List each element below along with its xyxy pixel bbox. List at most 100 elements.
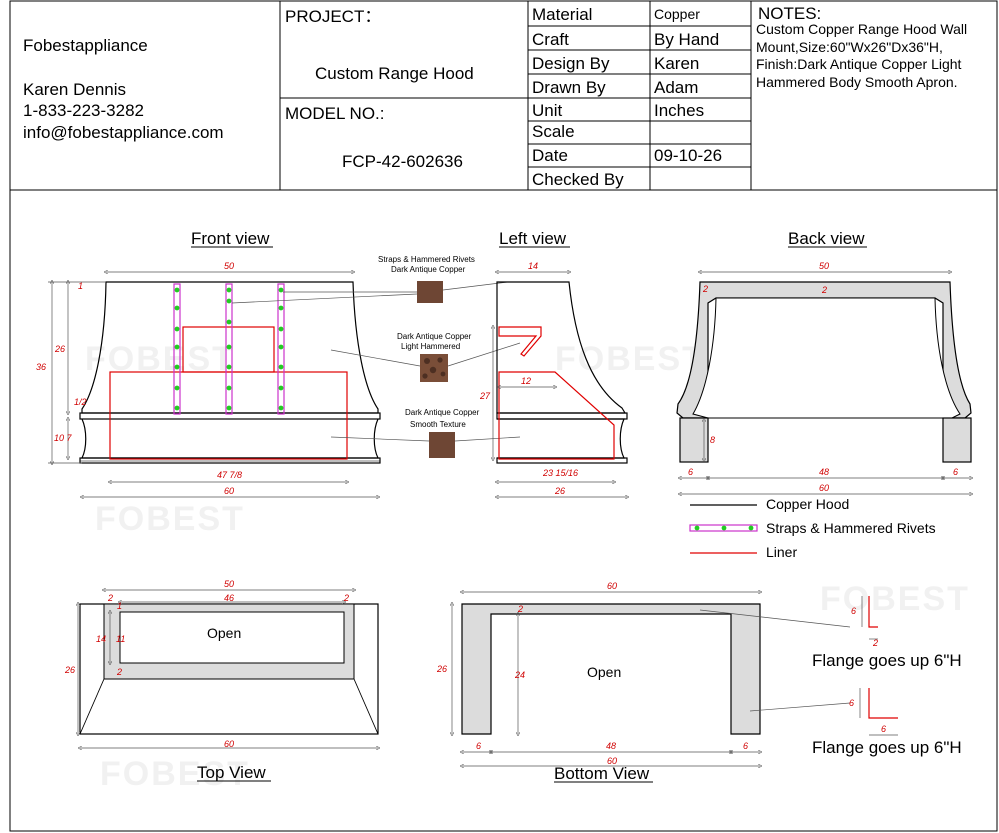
svg-text:1/2: 1/2 (74, 397, 87, 407)
model-value: FCP-42-602636 (342, 152, 463, 171)
spec-label: Scale (532, 122, 575, 141)
top-view: Open (79, 603, 379, 735)
svg-text:24: 24 (514, 670, 525, 680)
svg-text:2: 2 (821, 285, 827, 295)
svg-text:6: 6 (849, 698, 854, 708)
svg-text:6: 6 (743, 741, 748, 751)
spec-label: Craft (532, 30, 569, 49)
svg-text:6: 6 (953, 467, 958, 477)
front-dim-labels: 50 47 7/8 60 36 26 10 7 1/2 1 (36, 261, 242, 496)
contact-name: Karen Dennis (23, 80, 126, 99)
svg-text:2: 2 (872, 638, 878, 648)
svg-text:FOBEST: FOBEST (555, 340, 705, 378)
material-callouts: Straps & Hammered Rivets Dark Antique Co… (231, 255, 521, 458)
svg-text:6: 6 (851, 606, 856, 616)
title-block (9, 0, 998, 832)
notes-line: Finish:Dark Antique Copper Light (756, 56, 962, 72)
notes: NOTES: Custom Copper Range Hood Wall Mou… (756, 4, 967, 90)
project-info: PROJECT： Custom Range Hood MODEL NO.: FC… (285, 7, 474, 171)
svg-text:46: 46 (224, 593, 234, 603)
svg-text:Dark Antique Copper: Dark Antique Copper (391, 265, 466, 274)
view-titles: Front view Left view Back view Top View … (191, 229, 867, 783)
svg-text:Light Hammered: Light Hammered (401, 342, 460, 351)
spec-label: Unit (532, 101, 563, 120)
svg-text:14: 14 (528, 261, 538, 271)
spec-label: Design By (532, 54, 610, 73)
front-straps (173, 283, 285, 415)
svg-text:2: 2 (107, 593, 113, 603)
smooth-swatch (429, 432, 455, 458)
notes-line: Hammered Body Smooth Apron. (756, 74, 958, 90)
top-dimensions (78, 590, 378, 748)
svg-text:10 7: 10 7 (54, 433, 73, 443)
project-label: PROJECT： (285, 7, 381, 26)
flange-detail-2: 6 6 Flange goes up 6"H (812, 688, 962, 757)
back-dimensions (680, 272, 971, 494)
spec-label: Drawn By (532, 78, 606, 97)
svg-text:60: 60 (607, 756, 617, 766)
left-view-title: Left view (499, 229, 567, 248)
svg-text:Smooth Texture: Smooth Texture (410, 420, 466, 429)
svg-text:Dark Antique Copper: Dark Antique Copper (397, 332, 472, 341)
svg-text:60: 60 (224, 739, 234, 749)
svg-text:60: 60 (607, 581, 617, 591)
svg-text:48: 48 (606, 741, 616, 751)
legend-liner: Liner (766, 544, 797, 560)
front-liner (109, 326, 348, 460)
top-dim-labels: 50 46 60 26 14 11 2 2 2 1 (64, 579, 349, 749)
svg-text:26: 26 (64, 665, 75, 675)
svg-text:36: 36 (36, 362, 46, 372)
back-view-title: Back view (788, 229, 865, 248)
svg-text:50: 50 (819, 261, 829, 271)
svg-text:26: 26 (554, 486, 565, 496)
svg-text:1: 1 (78, 281, 83, 291)
bottom-dimensions (452, 592, 851, 766)
front-dimensions (48, 272, 378, 497)
notes-line: Custom Copper Range Hood Wall (756, 21, 967, 37)
svg-text:6: 6 (476, 741, 481, 751)
svg-text:2: 2 (116, 667, 122, 677)
svg-text:50: 50 (224, 579, 234, 589)
svg-text:23 15/16: 23 15/16 (542, 468, 578, 478)
spec-value: By Hand (654, 30, 719, 49)
svg-text:27: 27 (479, 391, 491, 401)
spec-label: Checked By (532, 170, 624, 189)
flange-label: Flange goes up 6"H (812, 738, 962, 757)
svg-text:14: 14 (96, 634, 106, 644)
svg-text:Straps & Hammered Rivets: Straps & Hammered Rivets (378, 255, 475, 264)
svg-text:8: 8 (710, 435, 715, 445)
legend-straps: Straps & Hammered Rivets (766, 520, 936, 536)
legend-hood: Copper Hood (766, 496, 849, 512)
notes-title: NOTES: (758, 4, 821, 23)
svg-text:FOBEST: FOBEST (820, 580, 970, 618)
spec-value: Karen (654, 54, 699, 73)
svg-text:Dark Antique Copper: Dark Antique Copper (405, 408, 480, 417)
bottom-view-title: Bottom View (554, 764, 650, 783)
contact-email: info@fobestappliance.com (23, 123, 224, 142)
spec-value: Inches (654, 101, 704, 120)
contact-phone: 1-833-223-3282 (23, 101, 144, 120)
left-view (496, 281, 628, 464)
project-value: Custom Range Hood (315, 64, 474, 83)
svg-text:26: 26 (54, 344, 65, 354)
bottom-open-label: Open (587, 664, 621, 680)
svg-text:11: 11 (116, 634, 125, 644)
strap-swatch (417, 281, 443, 303)
svg-text:2: 2 (702, 284, 708, 294)
spec-label: Date (532, 146, 568, 165)
company-info: Fobestappliance Karen Dennis 1-833-223-3… (23, 36, 224, 142)
front-view-title: Front view (191, 229, 270, 248)
spec-table: Material Copper Craft By Hand Design By … (532, 5, 722, 189)
spec-value: Adam (654, 78, 698, 97)
bottom-dim-labels: 60 6 48 6 60 26 24 2 (436, 581, 748, 766)
flange-label: Flange goes up 6"H (812, 651, 962, 670)
svg-text:50: 50 (224, 261, 234, 271)
svg-text:26: 26 (436, 664, 447, 674)
top-open-label: Open (207, 625, 241, 641)
company-name: Fobestappliance (23, 36, 148, 55)
flange-detail-1: 6 2 Flange goes up 6"H (812, 596, 962, 670)
back-dim-labels: 50 2 2 6 48 6 60 8 (688, 261, 958, 493)
left-liner (498, 326, 615, 460)
top-view-title: Top View (197, 763, 266, 782)
svg-text:12: 12 (521, 376, 531, 386)
